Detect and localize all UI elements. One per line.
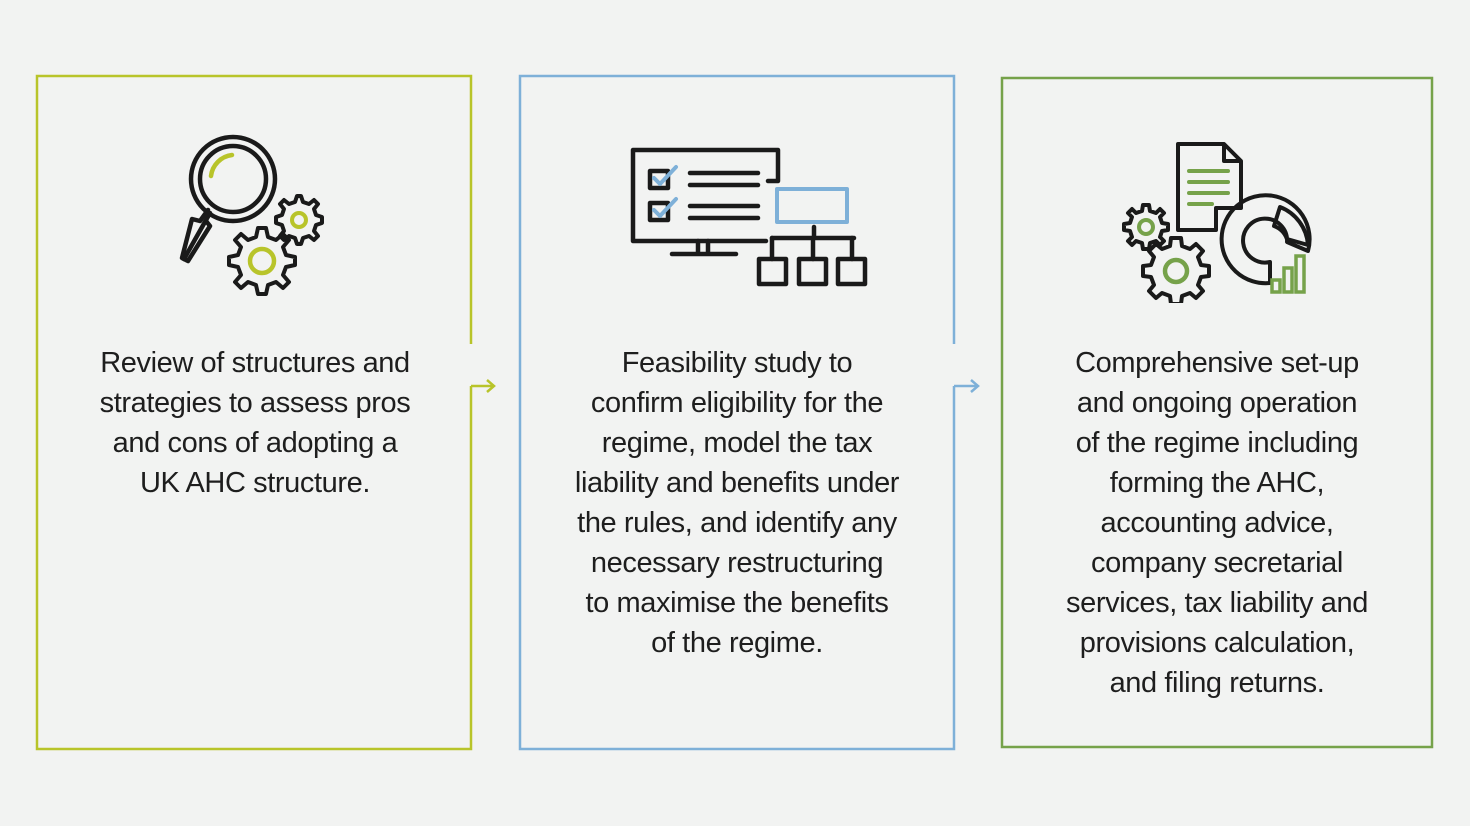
step-2-line: the rules, and identify any <box>577 507 897 539</box>
step-3-line: accounting advice, <box>1100 507 1334 539</box>
step-1-connector-arrow <box>471 379 496 393</box>
step-2-line: confirm eligibility for the <box>590 387 884 419</box>
step-1-frame <box>35 74 473 751</box>
step-2-line: to maximise the benefits <box>585 587 889 619</box>
step-1-line: strategies to assess pros <box>99 387 411 419</box>
step-1-line: and cons of adopting a <box>112 427 398 459</box>
step-3-line: services, tax liability and <box>1066 587 1368 619</box>
document-gears-chart-icon <box>1122 142 1312 303</box>
step-1-line: Review of structures and <box>100 347 410 379</box>
step-2-line: Feasibility study to <box>621 347 853 379</box>
step-2-connector-arrow <box>954 379 980 393</box>
step-1-line: UK AHC structure. <box>139 467 371 499</box>
step-3-description: Comprehensive set-up and ongoing operati… <box>1004 343 1430 703</box>
step-2-line: necessary restructuring <box>590 547 884 579</box>
step-3-line: and filing returns. <box>1109 667 1325 699</box>
step-2-description: Feasibility study to confirm eligibility… <box>522 343 952 663</box>
step-3-line: and ongoing operation <box>1076 387 1358 419</box>
step-2-line: of the regime. <box>651 627 823 659</box>
step-2-line: liability and benefits under <box>574 467 900 499</box>
step-3-line: forming the AHC, <box>1109 467 1325 499</box>
step-2-line: regime, model the tax <box>601 427 873 459</box>
step-1-description: Review of structures and strategies to a… <box>40 343 470 503</box>
step-3-frame <box>1000 76 1434 749</box>
step-3-line: Comprehensive set-up <box>1075 347 1359 379</box>
monitor-checklist-hierarchy-icon <box>630 147 868 287</box>
step-2-frame <box>518 74 956 751</box>
step-3-line: company secretarial <box>1091 547 1343 579</box>
step-3-line: provisions calculation, <box>1079 627 1355 659</box>
step-3-line: of the regime including <box>1075 427 1359 459</box>
magnifier-gears-icon <box>179 134 324 296</box>
